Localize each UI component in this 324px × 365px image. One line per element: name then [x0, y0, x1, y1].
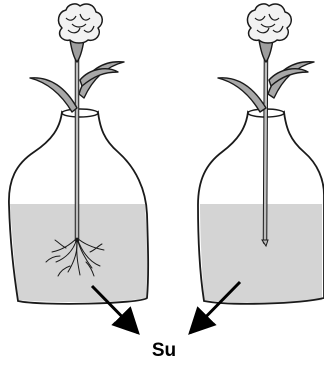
left-vase — [9, 4, 148, 304]
left-flower — [59, 4, 103, 43]
right-flower — [248, 4, 292, 43]
left-leaf-left — [30, 78, 77, 112]
left-vase-mouth — [62, 109, 98, 117]
right-vase — [198, 4, 324, 304]
right-leaf-left — [218, 78, 266, 112]
left-leaf-small — [80, 69, 118, 86]
water-label: Su — [152, 340, 176, 361]
right-vase-water — [200, 204, 322, 303]
